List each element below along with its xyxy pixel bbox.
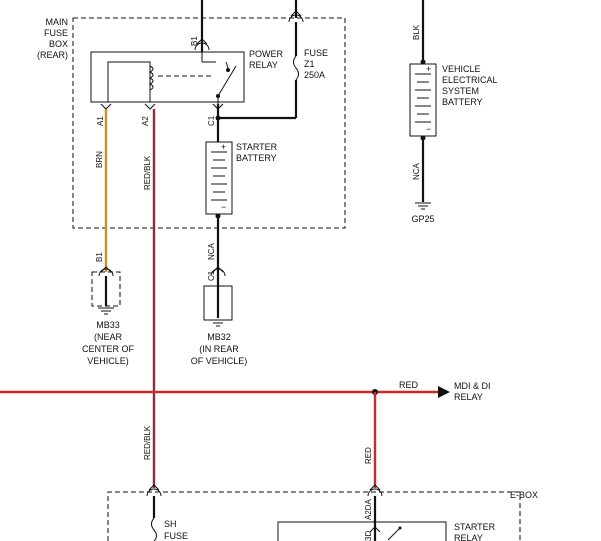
sh-fuse-label: SH FUSE [164,519,188,541]
svg-text:B1: B1 [95,252,104,262]
starter-relay-label: STARTER RELAY [454,522,496,541]
connector-sh-fuse [146,484,162,541]
svg-text:RELAY: RELAY [454,392,483,402]
svg-text:MDI & DI: MDI & DI [454,381,491,391]
mdi-relay-label: MDI & DI RELAY [454,381,491,402]
svg-text:+: + [426,64,431,74]
svg-text:STARTER: STARTER [454,522,496,532]
power-relay-box [90,51,245,103]
fuse-z1-label: FUSE Z1 250A [304,48,328,80]
wire-label-red-horizontal: RED [399,380,419,390]
svg-text:3D: 3D [364,531,373,541]
svg-text:A2DA: A2DA [364,498,373,520]
connector-b1-top: B1 [190,36,210,52]
svg-text:ELECTRICAL: ELECTRICAL [442,75,498,85]
svg-text:MAIN: MAIN [46,17,69,27]
wire-label-red-blk-lower: RED/BLK [143,425,152,460]
svg-text:SYSTEM: SYSTEM [442,86,479,96]
mb32-label: MB32 (IN REAR OF VEHICLE) [191,332,248,366]
connector-c1-mb32: C1 [207,266,226,281]
svg-text:MB32: MB32 [207,332,231,342]
starter-relay-box [277,521,447,541]
svg-text:POWER: POWER [249,49,284,59]
wire-label-blk: BLK [412,24,421,40]
ground-mb32 [203,284,233,327]
svg-text:(REAR): (REAR) [37,50,68,60]
wire-label-red-blk-upper: RED/BLK [143,155,152,190]
svg-text:A2: A2 [141,116,150,126]
junction-c1 [215,115,221,121]
svg-text:Z1: Z1 [304,59,315,69]
arrow-mdi-relay [438,386,450,398]
power-relay-label: POWER RELAY [249,49,284,70]
connector-b1-mb33: B1 [95,252,114,277]
svg-text:SH: SH [164,519,177,529]
wire-label-nca-starter: NCA [207,242,216,260]
main-fuse-box-label: MAIN FUSE BOX (REAR) [37,17,68,60]
connector-c1-relay: C1 [207,103,224,126]
svg-text:FUSE: FUSE [304,48,328,58]
relay-switch [201,52,237,104]
ground-mb33 [91,271,121,315]
wire-label-brn: BRN [95,151,104,168]
svg-text:BOX: BOX [49,39,68,49]
svg-text:+: + [221,142,226,152]
relay-coil [107,61,154,102]
fuse-z1 [218,10,304,120]
connector-a2da: A2DA 3D [364,484,383,541]
svg-text:RELAY: RELAY [249,60,278,70]
svg-text:−: − [426,124,431,134]
e-box-label: E-BOX [510,490,538,500]
svg-text:(NEAR: (NEAR [94,332,123,342]
svg-text:RELAY: RELAY [454,533,483,541]
svg-text:CENTER OF: CENTER OF [82,344,135,354]
svg-text:STARTER: STARTER [236,142,278,152]
wire-label-red-vertical: RED [364,447,373,464]
svg-text:BATTERY: BATTERY [442,97,483,107]
wire-label-nca-vehicle: NCA [412,162,421,180]
svg-text:B1: B1 [190,36,199,46]
ground-gp25 [415,202,431,210]
svg-text:OF VEHICLE): OF VEHICLE) [191,356,248,366]
svg-text:−: − [221,202,226,212]
svg-text:C1: C1 [207,115,216,126]
gp25-label: GP25 [411,214,434,224]
mb33-label: MB33 (NEAR CENTER OF VEHICLE) [82,320,135,366]
vehicle-battery: + − [409,63,437,137]
connector-a2: A2 [141,103,156,126]
svg-text:C1: C1 [207,270,216,281]
svg-text:FUSE: FUSE [164,531,188,541]
svg-text:250A: 250A [304,70,325,80]
starter-battery: + − [205,141,233,215]
svg-text:(IN REAR: (IN REAR [199,344,239,354]
svg-text:VEHICLE: VEHICLE [442,64,481,74]
svg-text:FUSE: FUSE [44,28,68,38]
e-box-outline [107,491,521,541]
vehicle-battery-label: VEHICLE ELECTRICAL SYSTEM BATTERY [442,64,498,107]
svg-text:A1: A1 [96,116,105,126]
svg-text:VEHICLE): VEHICLE) [87,356,129,366]
svg-text:MB33: MB33 [96,320,120,330]
main-fuse-box-outline [72,17,346,229]
junction-vehicle-pos [420,59,426,65]
connector-a1: A1 [96,103,112,126]
svg-text:BATTERY: BATTERY [236,153,277,163]
starter-battery-label: STARTER BATTERY [236,142,278,163]
